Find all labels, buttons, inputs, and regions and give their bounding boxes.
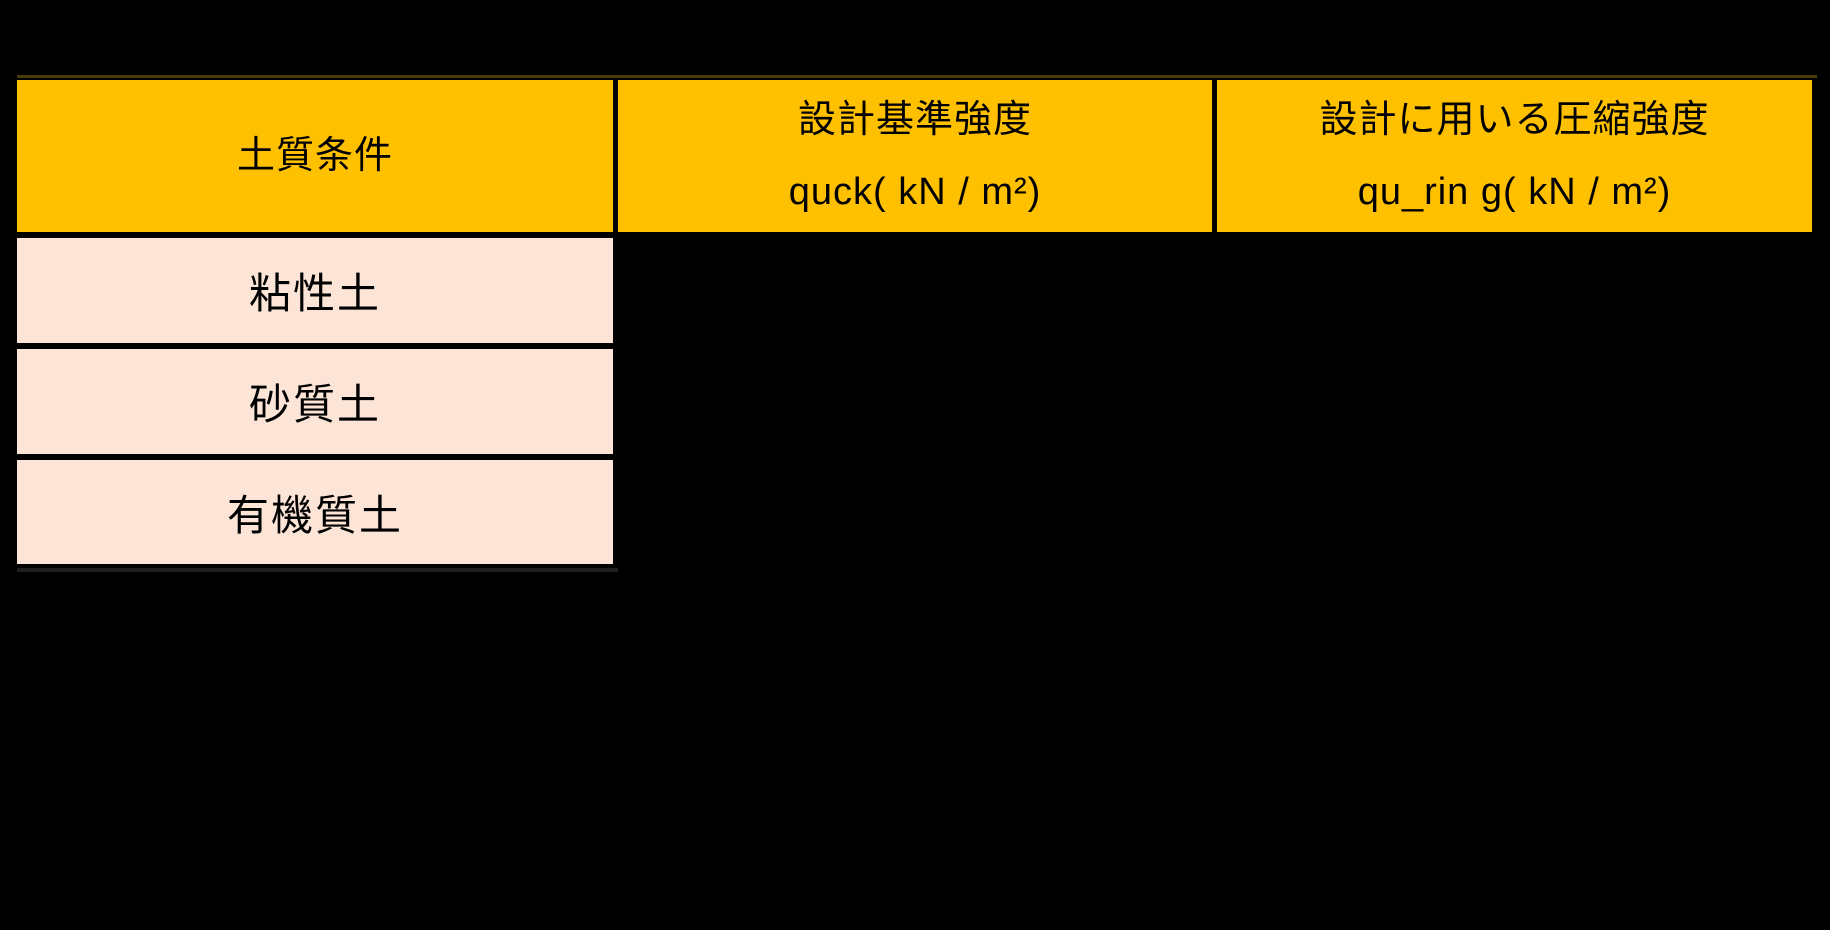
header-cell-soil-condition: 土質条件: [17, 80, 613, 232]
header-label-soil-condition: 土質条件: [236, 135, 393, 177]
row-label-cohesive-soil: 粘性土: [248, 270, 381, 317]
empty-cell-compressive-strength-row1: [1217, 238, 1812, 343]
empty-cell-design-strength-row2: [618, 349, 1212, 454]
empty-cell-compressive-strength-row3: [1217, 460, 1812, 564]
header-label-design-strength: 設計基準強度: [797, 99, 1032, 141]
empty-cell-compressive-strength-row2: [1217, 349, 1812, 454]
row-cell-organic-soil: 有機質土: [17, 460, 613, 564]
table-bottom-border-line: [17, 568, 618, 572]
row-cell-sandy-soil: 砂質土: [17, 349, 613, 454]
row-label-sandy-soil: 砂質土: [248, 381, 381, 428]
header-label-compressive-strength: 設計に用いる圧縮強度: [1319, 99, 1710, 141]
empty-cell-design-strength-row3: [618, 460, 1212, 564]
empty-cell-design-strength-row1: [618, 238, 1212, 343]
header-label-compressive-strength-unit: qu_rin g( kN / m²): [1357, 171, 1672, 213]
table-top-border-line: [17, 75, 1817, 78]
row-cell-cohesive-soil: 粘性土: [17, 238, 613, 343]
row-label-organic-soil: 有機質土: [226, 491, 403, 539]
header-cell-design-strength: 設計基準強度 quck( kN / m²): [618, 80, 1212, 232]
header-label-design-strength-unit: quck( kN / m²): [788, 171, 1042, 213]
header-cell-compressive-strength: 設計に用いる圧縮強度 qu_rin g( kN / m²): [1217, 80, 1812, 232]
table-grid: 土質条件 設計基準強度 quck( kN / m²) 設計に用いる圧縮強度 qu…: [17, 80, 1812, 564]
